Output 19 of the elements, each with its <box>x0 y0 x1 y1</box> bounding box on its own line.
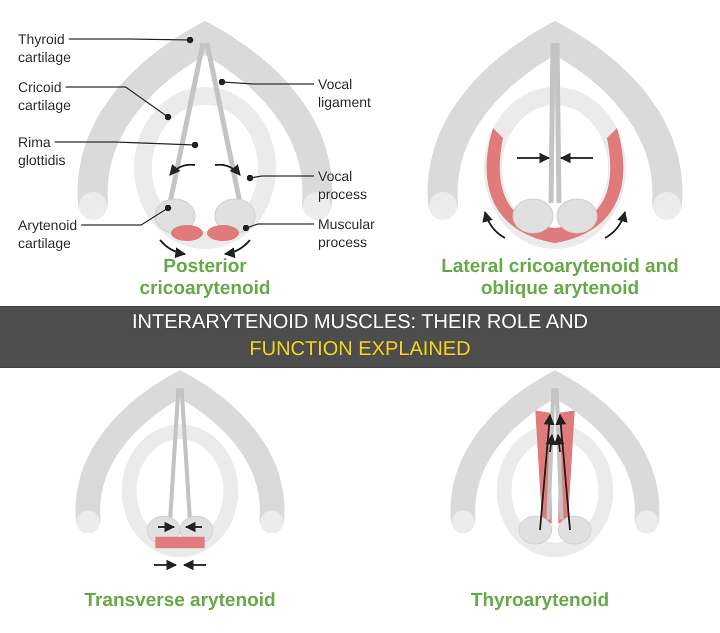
leader-line <box>54 141 198 148</box>
banner-title: INTERARYTENOID MUSCLES: THEIR ROLE AND FUNCTION EXPLAINED <box>130 310 589 362</box>
callout-label: Vocal process <box>318 167 398 203</box>
callout-label: Cricoid cartilage <box>18 78 98 114</box>
panel-caption: Thyroarytenoid <box>470 590 610 612</box>
panel-caption: Lateral cricoarytenoid and oblique arytenoid <box>440 256 680 300</box>
callout-label: Rima glottidis <box>18 133 98 169</box>
leader-line <box>242 223 314 232</box>
callout-label: Thyroid cartilage <box>18 30 98 66</box>
panel-caption: Transverse arytenoid <box>83 590 277 612</box>
callout-label: Arytenoid cartilage <box>18 216 98 252</box>
leader-line <box>246 174 314 182</box>
callout-label: Vocal ligament <box>318 75 398 111</box>
panel-caption: Posterior cricoarytenoid <box>138 256 272 300</box>
leader-line <box>66 86 172 120</box>
leader-line <box>68 36 194 44</box>
leader-line <box>81 204 172 226</box>
leader-line <box>218 78 314 86</box>
callout-label: Muscular process <box>318 215 398 251</box>
